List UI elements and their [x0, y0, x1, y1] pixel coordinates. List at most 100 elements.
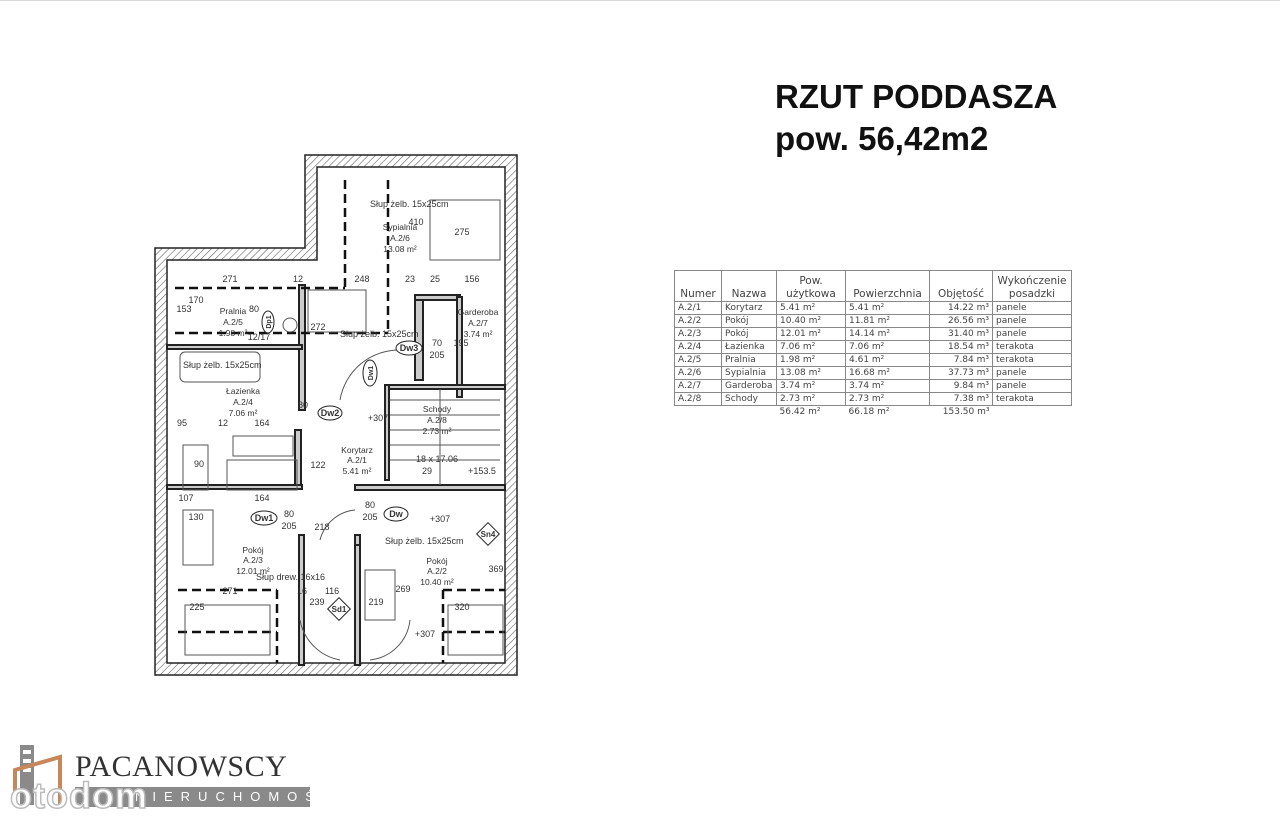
- dimension: 23: [405, 274, 415, 284]
- header-pow-uzytkowa: Pow. użytkowa: [776, 270, 846, 302]
- table-cell: 14.14 m²: [845, 327, 930, 341]
- table-cell: 14.22 m³: [929, 301, 993, 315]
- svg-text:A.2/6: A.2/6: [390, 233, 410, 243]
- table-cell: A.2/1: [674, 301, 722, 315]
- dimension: 12: [218, 418, 228, 428]
- tag-sn4: Sn4: [475, 521, 501, 547]
- dimension: 90: [194, 459, 204, 469]
- dimension: 225: [189, 602, 204, 612]
- dimension: 122: [310, 460, 325, 470]
- structural-notes: Słup żelb. 15x25cm Słup żelb. 15x25cm Sł…: [183, 199, 464, 582]
- brand-name: PACANOWSCY: [75, 750, 288, 783]
- header-powierzchnia: Powierzchnia: [845, 270, 930, 302]
- shower: [182, 444, 209, 491]
- column-note: Słup żelb. 15x25cm: [340, 329, 419, 339]
- column-note: Słup żelb. 15x25cm: [370, 199, 449, 209]
- dimension: 95: [177, 418, 187, 428]
- table-cell: Pokój: [721, 314, 777, 328]
- table-cell: 12.01 m²: [776, 327, 846, 341]
- dimension: 25: [430, 274, 440, 284]
- svg-text:A.2/8: A.2/8: [427, 415, 447, 425]
- svg-text:Dw3: Dw3: [400, 343, 419, 353]
- dimension: 205: [429, 350, 444, 360]
- svg-text:Dw2: Dw2: [321, 408, 340, 418]
- dimension: 164: [254, 418, 269, 428]
- tag-dp1: Dp1: [261, 310, 275, 334]
- dimension: +307: [430, 514, 450, 524]
- washing-machine: [282, 317, 298, 333]
- svg-text:Sn4: Sn4: [481, 530, 496, 539]
- svg-text:Sd1: Sd1: [332, 605, 347, 614]
- table-cell: Pralnia: [721, 353, 777, 367]
- dimension: 80: [298, 400, 308, 410]
- cabinet: [226, 459, 298, 491]
- interior-walls: [166, 284, 506, 666]
- dimension: +307: [368, 413, 388, 423]
- svg-text:Sypialnia: Sypialnia: [383, 222, 418, 232]
- table-cell: 7.06 m²: [776, 340, 846, 354]
- table-cell: A.2/2: [674, 314, 722, 328]
- svg-text:Dp1: Dp1: [266, 315, 273, 328]
- table-cell: terakota: [992, 392, 1072, 406]
- table-cell: Sypialnia: [721, 366, 777, 380]
- table-header-row: Numer Nazwa Pow. użytkowa Powierzchnia O…: [674, 270, 1072, 302]
- total-cell: [993, 406, 1072, 419]
- table-cell: panele: [992, 301, 1072, 315]
- svg-text:10.40 m²: 10.40 m²: [420, 577, 454, 587]
- table-cell: 13.08 m²: [776, 366, 846, 380]
- dimension: 205: [362, 512, 377, 522]
- svg-text:1.98 m²: 1.98 m²: [219, 328, 248, 338]
- bed-1: [184, 604, 271, 656]
- table-cell: A.2/7: [674, 379, 722, 393]
- table-cell: 2.73 m²: [845, 392, 930, 406]
- tag-dw2: Dw2: [317, 405, 343, 421]
- table-cell: panele: [992, 379, 1072, 393]
- svg-text:Pokój: Pokój: [242, 545, 263, 555]
- dimension: 219: [368, 597, 383, 607]
- dimension: +307: [415, 629, 435, 639]
- title-line-1: RZUT PODDASZA: [775, 78, 1058, 115]
- dimension: 80: [284, 509, 294, 519]
- dimension: 18 x 17.06: [416, 454, 458, 464]
- table-cell: 5.41 m²: [845, 301, 930, 315]
- stairs: [390, 389, 500, 485]
- table-cell: 5.41 m²: [776, 301, 846, 315]
- building-logo-icon: [13, 745, 62, 805]
- dimension: 195: [453, 338, 468, 348]
- total-cell: 66.18 m²: [848, 407, 890, 417]
- svg-text:A.2/4: A.2/4: [233, 397, 253, 407]
- agency-logo: PACANOWSCY NIERUCHOMOŚCI otodom: [9, 745, 343, 817]
- header-nazwa: Nazwa: [721, 270, 777, 302]
- svg-text:7.06 m²: 7.06 m²: [229, 408, 258, 418]
- table-cell: A.2/6: [674, 366, 722, 380]
- svg-text:A.2/5: A.2/5: [223, 317, 243, 327]
- svg-text:13.08 m²: 13.08 m²: [383, 244, 417, 254]
- dimension: 239: [309, 597, 324, 607]
- svg-text:A.2/2: A.2/2: [427, 566, 447, 576]
- table-cell: panele: [992, 327, 1072, 341]
- svg-text:Pralnia: Pralnia: [220, 306, 247, 316]
- tag-dw1-left: Dw1: [250, 510, 278, 526]
- header-objetosc: Objętość: [929, 270, 993, 302]
- door-swing-4: [369, 619, 411, 661]
- table-cell: 1.98 m²: [776, 353, 846, 367]
- table-cell: 9.84 m³: [929, 379, 993, 393]
- svg-text:Dw: Dw: [389, 509, 403, 519]
- table-cell: panele: [992, 366, 1072, 380]
- dimension: 153: [176, 304, 191, 314]
- dimension: 12: [293, 274, 303, 284]
- svg-text:Dw1: Dw1: [368, 366, 375, 381]
- table-cell: 3.74 m²: [776, 379, 846, 393]
- table-cell: A.2/5: [674, 353, 722, 367]
